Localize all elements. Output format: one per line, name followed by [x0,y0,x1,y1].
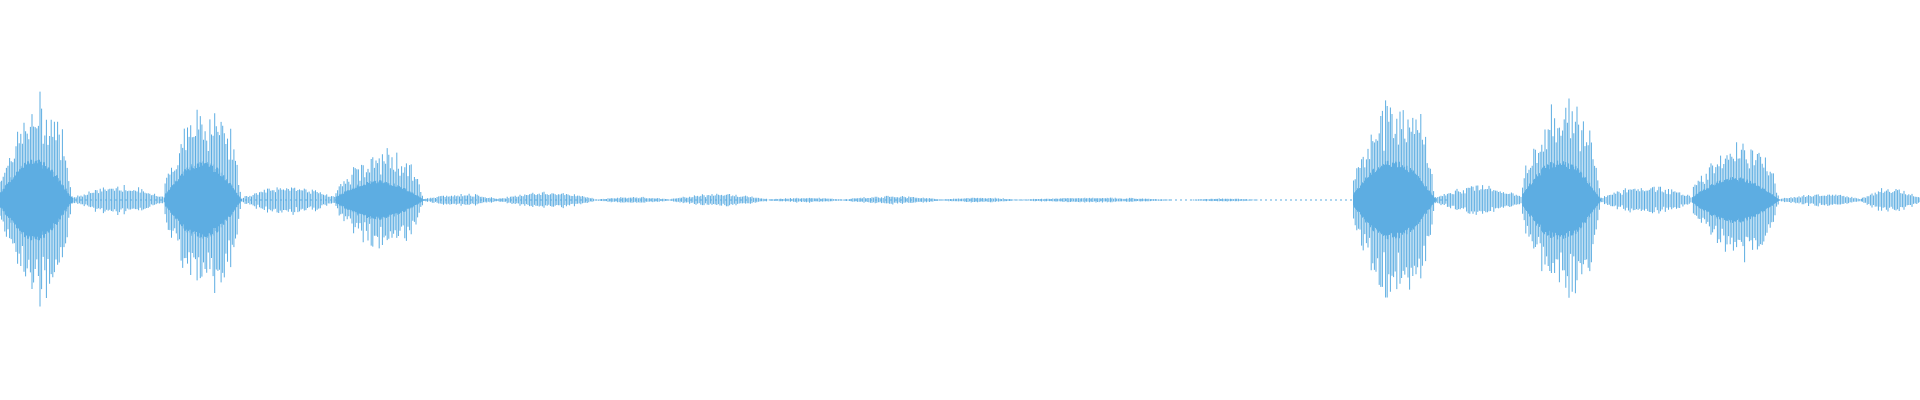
waveform-segment-17 [1435,185,1524,215]
waveform-segment-core-0 [0,159,73,241]
waveform-segment-12 [1017,197,1172,203]
waveform-segment-14 [1189,198,1259,202]
waveform-segment-21 [1779,194,1862,207]
waveform-segment-core-4 [335,180,425,220]
waveform-segment-8 [671,193,767,207]
waveform-segment-11 [940,197,1017,203]
waveform-segment-core-16 [1353,160,1437,240]
waveform-segment-core-20 [1692,177,1780,223]
waveform-segment-core-2 [164,161,242,239]
waveform-segment-6 [498,191,595,209]
waveform-segment-22 [1861,188,1920,212]
waveform-segment-7 [594,196,671,203]
waveform-segment-1 [72,185,165,215]
waveform-segment-3 [241,187,336,215]
waveform-segment-5 [423,193,499,206]
waveform-segment-9 [767,197,844,203]
waveform-segment-core-18 [1522,160,1602,240]
waveform-segment-19 [1600,186,1693,214]
waveform-segment-10 [844,195,940,205]
